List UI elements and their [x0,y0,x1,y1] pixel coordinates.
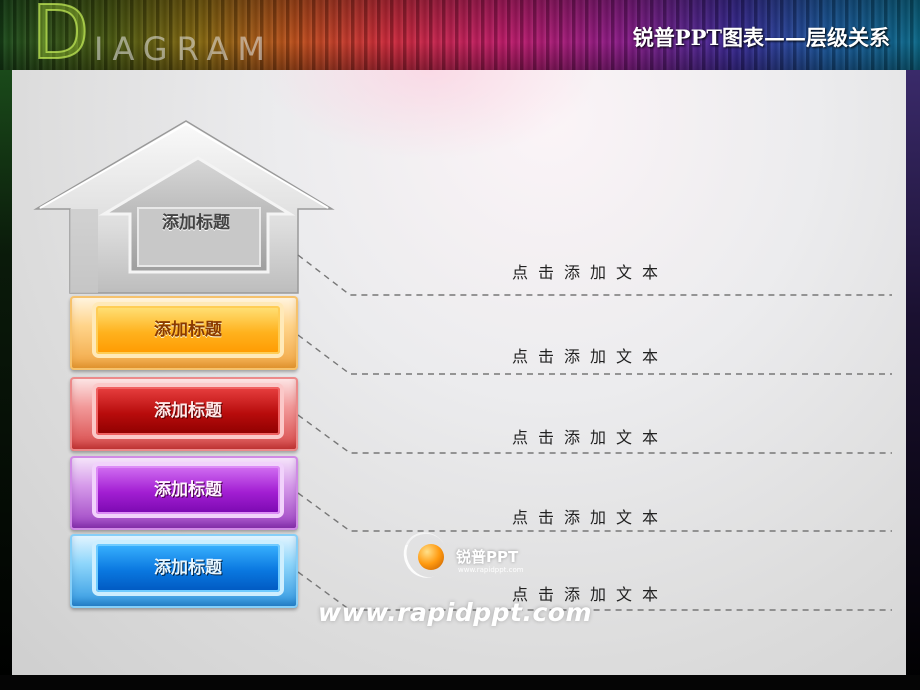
page-title: 锐普PPT图表——层级关系 [632,25,890,50]
level-face-purple [96,466,280,514]
level-face-blue [96,544,280,592]
house-side [70,209,98,293]
watermark-sub: www.rapidppt.com [458,566,524,574]
left-frame [0,70,12,690]
house-inner-face [137,207,261,267]
text-placeholder-2[interactable]: 点击添加文本 [511,347,668,366]
house-highlight [39,122,329,209]
right-frame [906,70,920,690]
header-stripes [0,0,920,70]
watermark-url: www.rapidppt.com [318,598,593,627]
watermark-brand: 锐普PPT [456,548,519,566]
level-title-purple[interactable]: 添加标题 [154,480,222,500]
level-face-orange [96,306,280,354]
text-placeholder-1[interactable]: 点击添加文本 [511,263,668,282]
level-title-blue[interactable]: 添加标题 [154,558,222,578]
house-title[interactable]: 添加标题 [162,213,230,233]
level-title-red[interactable]: 添加标题 [154,401,222,421]
text-placeholder-4[interactable]: 点击添加文本 [511,508,668,527]
header-banner: D IAGRAM 锐普PPT图表——层级关系 [0,0,920,70]
level-box-red[interactable]: 添加标题 [70,377,298,451]
text-placeholder-5[interactable]: 点击添加文本 [511,585,668,604]
orb-icon [418,544,444,570]
level-face-red [96,387,280,435]
panel-glow [260,70,600,160]
level-box-purple[interactable]: 添加标题 [70,456,298,530]
text-placeholder-3[interactable]: 点击添加文本 [511,428,668,447]
bottom-frame [0,675,920,690]
logo-text: IAGRAM [94,30,274,68]
header-shade [0,0,920,70]
level-title-orange[interactable]: 添加标题 [154,320,222,340]
level-box-blue[interactable]: 添加标题 [70,534,298,608]
level-box-orange[interactable]: 添加标题 [70,296,298,370]
logo-initial: D [31,0,90,70]
watermark-logo: 锐普PPT www.rapidppt.com [396,525,560,585]
